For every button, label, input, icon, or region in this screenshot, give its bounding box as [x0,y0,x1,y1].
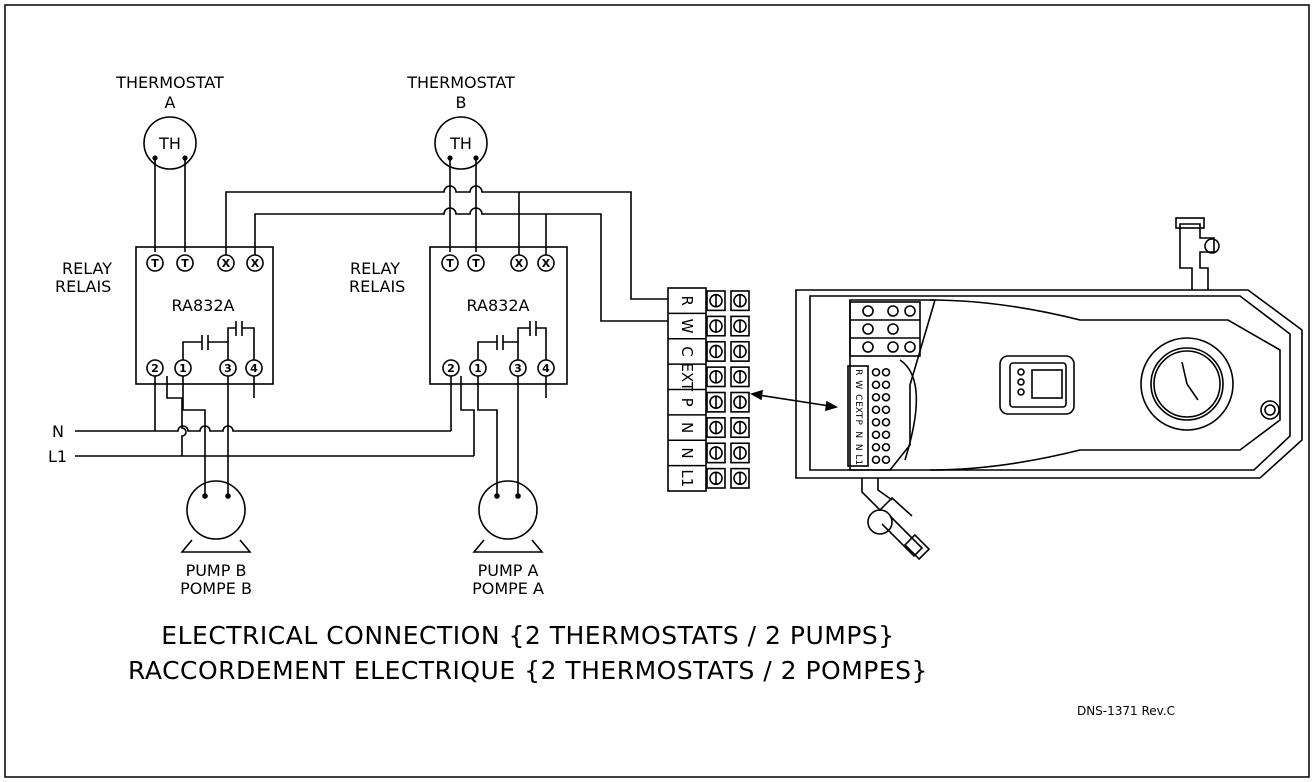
relay-1-bottom-wiring [154,376,255,484]
l1-label: L1 [48,447,67,466]
unit-strip-label: EXT [853,401,863,419]
wire-relay1-x1 [225,185,668,300]
neutral-line [75,425,451,432]
relay-1-contacts [182,321,255,360]
thermostat-b-id: B [456,93,467,112]
relay-2-box [429,246,568,385]
unit-strip-label: N [853,444,863,451]
pump-b-label-fr: POMPE B [180,579,252,598]
terminal-label: N [678,422,696,433]
relay-1-terminals [146,254,264,377]
svg-text:1: 1 [179,362,187,375]
unit-strip-label: L1 [853,454,863,465]
svg-text:X: X [251,257,260,270]
unit-strip-label: R [853,369,863,375]
drawing-border [4,4,1310,778]
terminal-label: P [678,398,696,407]
pressure-gauge-bezel [1140,337,1234,431]
unit-strip-label: W [853,380,863,389]
title-line-2: RACCORDEMENT ELECTRIQUE {2 THERMOSTATS /… [128,656,928,685]
boiler-unit [795,217,1303,561]
svg-text:3: 3 [514,362,522,375]
pump-a [472,480,544,553]
thermostat-b-label: THERMOSTAT [406,73,515,92]
terminal-label: R [678,295,696,305]
pump-b-motor [186,480,246,540]
svg-text:T: T [181,257,189,270]
relay-1-terminal-labels: T T X X 2 1 3 4 [151,257,260,375]
unit-strip-label: P [853,420,863,426]
terminal-block-labels: R W C EXT P N N L1 [678,295,696,487]
thermostat-a-label: THERMOSTAT [115,73,224,92]
relay-1-model: RA832A [172,296,235,315]
thermostat-b-circle [434,116,488,170]
connection-arrow [749,389,839,412]
wire-relay1-x2 [254,207,668,322]
svg-text:1: 1 [474,362,482,375]
svg-text:T: T [446,257,454,270]
svg-text:4: 4 [250,362,258,375]
svg-text:3: 3 [224,362,232,375]
pump-a-motor [478,480,538,540]
relay-2-label-fr: RELAIS [349,277,405,296]
boiler-outline [795,289,1303,479]
svg-text:T: T [472,257,480,270]
pump-b [180,480,252,553]
svg-text:4: 4 [542,362,550,375]
neutral-label: N [52,422,64,441]
pump-a-label-en: PUMP A [478,561,539,580]
thermostat-a [143,116,197,252]
svg-text:X: X [542,257,551,270]
thermostat-a-id: A [165,93,176,112]
unit-strip-label: N [853,431,863,438]
thermostat-b [434,116,488,252]
terminal-label: C [678,346,696,356]
thermostat-a-symbol: TH [158,134,181,153]
relay-2-terminals [441,254,555,377]
thermostat-a-circle [143,116,197,170]
relay-2-bottom-wiring [450,376,547,484]
unit-strip-label: C [853,394,863,400]
relay-1-label-fr: RELAIS [55,277,111,296]
terminal-label: L1 [678,469,696,487]
svg-text:X: X [222,257,231,270]
relay-1-box [135,246,274,385]
relay-2-label-en: RELAY [350,259,400,278]
pump-a-label-fr: POMPE A [472,579,544,598]
title-line-1: ELECTRICAL CONNECTION {2 THERMOSTATS / 2… [161,621,894,650]
terminal-label: W [678,319,696,334]
relay-2-contacts [477,321,547,360]
relay-1-label-en: RELAY [62,259,112,278]
relay-2-terminal-labels: T T X X 2 1 3 4 [446,257,551,375]
svg-text:2: 2 [151,362,159,375]
boiler-display-frame [999,355,1075,415]
terminal-label: N [678,447,696,458]
pump-b-label-en: PUMP B [186,561,247,580]
svg-text:T: T [151,257,159,270]
svg-text:2: 2 [447,362,455,375]
drawing-reference: DNS-1371 Rev.C [1077,704,1175,718]
terminal-label: EXT [678,362,696,391]
relay-2-model: RA832A [467,296,530,315]
terminal-block [667,287,750,492]
thermostat-b-symbol: TH [449,134,472,153]
svg-text:X: X [515,257,524,270]
